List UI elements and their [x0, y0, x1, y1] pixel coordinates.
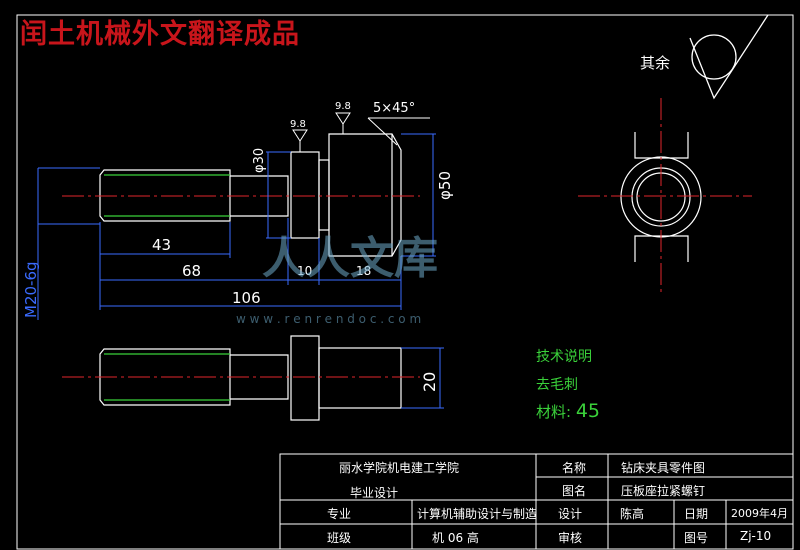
- roughness-mark-mid: [335, 112, 351, 125]
- watermark-brand: 人人文库: [262, 233, 438, 284]
- tb-review-label: 审核: [558, 531, 583, 545]
- top-dimensions: [401, 347, 444, 409]
- top-shank-outline: [99, 348, 231, 406]
- front-view: [99, 133, 402, 257]
- notes-line1: 去毛刺: [536, 377, 578, 393]
- roughness-value-mid: 9.8: [335, 101, 351, 112]
- tb-date-label: 日期: [684, 507, 709, 521]
- dim-d50-text: φ50: [436, 171, 454, 200]
- tb-designer: 陈高: [620, 507, 645, 521]
- notes-title: 技术说明: [536, 349, 592, 365]
- top-head: [318, 347, 402, 409]
- material-value: 45: [575, 400, 601, 422]
- top-step: [290, 335, 320, 421]
- tb-drawing-value: 压板座拉紧螺钉: [621, 484, 706, 498]
- dim-10-text: 10: [297, 264, 313, 278]
- watermark-url: w w w . r e n r e n d o c . c o m: [236, 312, 422, 326]
- dim-68-text: 68: [182, 262, 202, 280]
- tb-drawing-label: 图名: [562, 484, 587, 498]
- roughness-mark-left: [292, 129, 308, 142]
- tb-major-value: 计算机辅助设计与制造: [417, 507, 538, 521]
- dim-20-text: 20: [420, 371, 439, 392]
- roughness-check: [689, 14, 769, 100]
- roughness-circle: [691, 34, 737, 80]
- general-roughness: [689, 14, 769, 100]
- dim-d30-text: φ30: [252, 147, 267, 173]
- roughness-value-left: 9.8: [290, 119, 306, 130]
- tb-class-value: 机 06 高: [432, 531, 479, 545]
- tb-number-value: Zj-10: [740, 529, 772, 543]
- threaded-shank-outline: [99, 169, 231, 222]
- banner-title: 闰土机械外文翻译成品: [20, 19, 300, 50]
- dim-106-text: 106: [232, 289, 261, 307]
- tb-class-label: 班级: [327, 531, 352, 545]
- tb-major-label: 专业: [327, 507, 352, 521]
- title-block-grid: [279, 453, 794, 550]
- dim-43-text: 43: [152, 236, 172, 254]
- chamfer-label: 5×45°: [373, 101, 416, 116]
- chamfer-leader-arrow: [367, 117, 398, 146]
- top-view: [99, 335, 402, 421]
- tb-date-value: 2009年4月: [731, 507, 788, 520]
- tb-design-type: 毕业设计: [350, 486, 399, 500]
- tb-school: 丽水学院机电建工学院: [339, 461, 460, 475]
- roughness-other-label: 其余: [640, 54, 671, 72]
- material-label: 材料:: [536, 403, 572, 421]
- roughness-symbols: [292, 112, 430, 152]
- tb-name-value: 钻床夹具零件图: [621, 461, 706, 475]
- tb-design-label: 设计: [558, 507, 583, 521]
- tb-name-label: 名称: [562, 461, 587, 475]
- dim-18-text: 18: [356, 264, 372, 278]
- tb-number-label: 图号: [684, 531, 709, 545]
- dim-thread-text: M20-6g: [22, 261, 40, 318]
- front-dimensions: [37, 133, 436, 320]
- notes-material: 材料: 45: [536, 400, 600, 422]
- flange-d20: [318, 159, 330, 231]
